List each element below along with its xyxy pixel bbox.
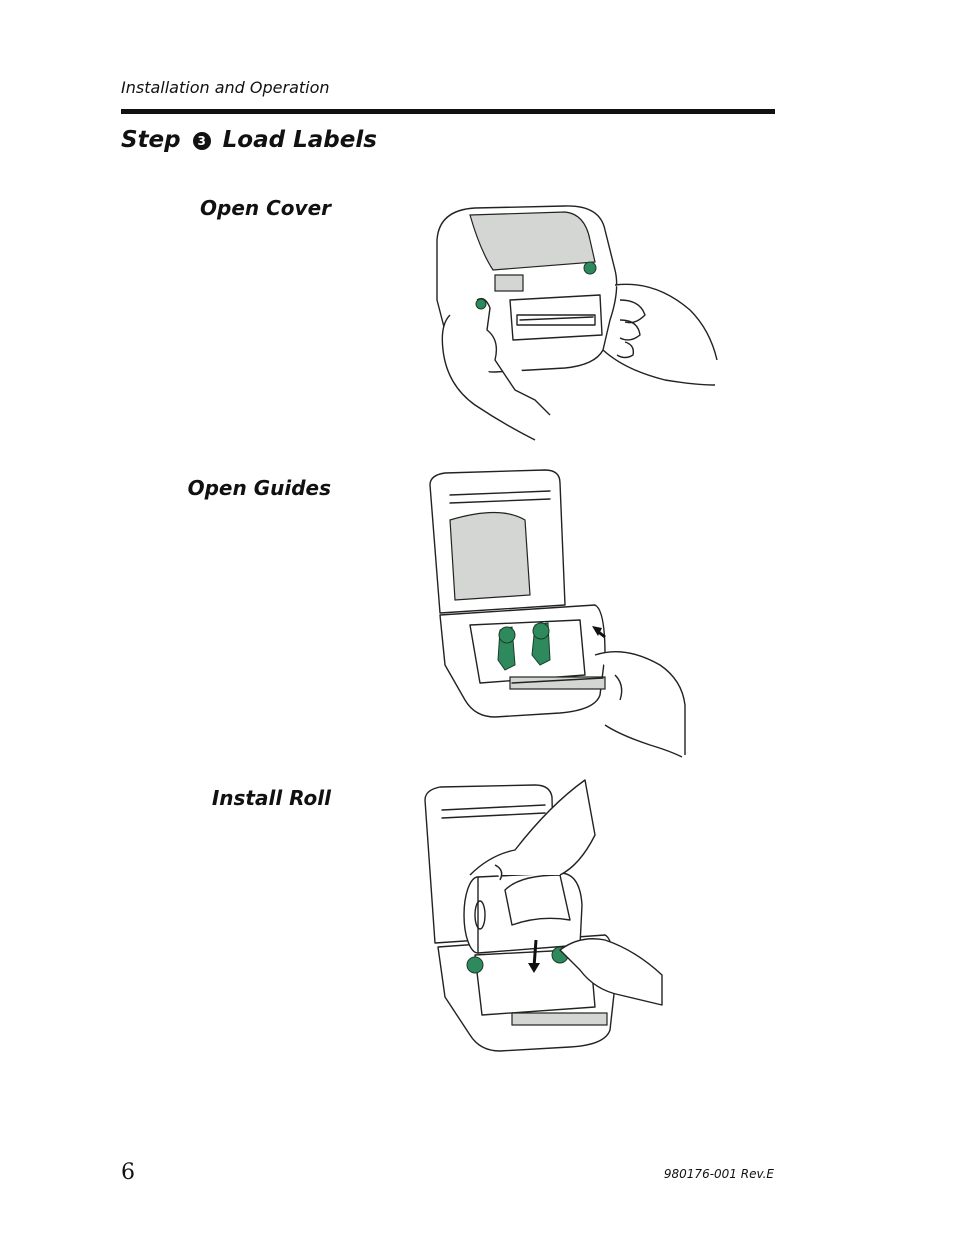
install-roll-illustration: [424, 779, 663, 1052]
document-number: 980176-001 Rev.E: [663, 1167, 774, 1181]
page-number: 6: [121, 1160, 135, 1185]
caption-open-cover: Open Cover: [200, 196, 331, 220]
running-header: Installation and Operation: [121, 78, 330, 97]
open-guides-illustration: [429, 469, 686, 758]
step-number-badge: 3: [192, 132, 211, 150]
step-title: Step 3 Load Labels: [121, 127, 377, 153]
step-heading: Load Labels: [222, 127, 377, 153]
step-prefix: Step: [121, 127, 181, 153]
open-cover-illustration: [436, 205, 718, 441]
header-rule: [121, 109, 775, 114]
caption-install-roll: Install Roll: [211, 786, 331, 810]
caption-open-guides: Open Guides: [187, 476, 331, 500]
